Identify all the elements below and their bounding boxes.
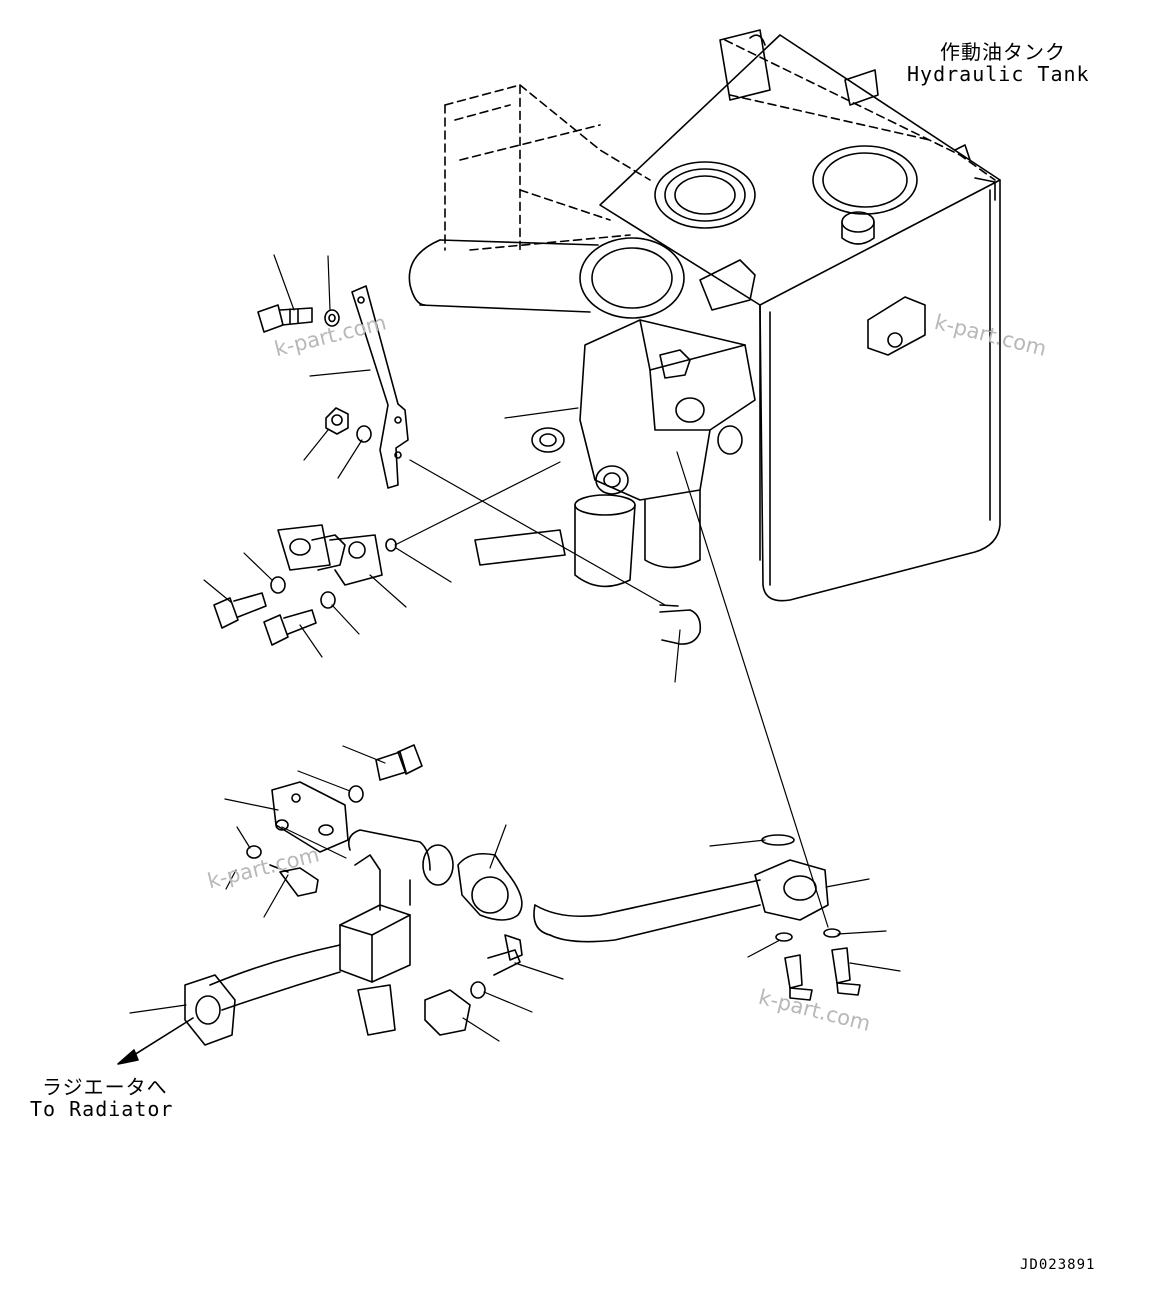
hydraulic-tank [600, 30, 1000, 601]
leader-lines [130, 255, 900, 1041]
upper-bracket-parts [214, 286, 700, 645]
radiator-arrow [118, 1018, 193, 1064]
filter-valve-assembly [409, 238, 755, 586]
radiator-label-jp: ラジエータへ [42, 1075, 168, 1099]
lower-pipe-assembly [185, 745, 860, 1045]
frame-dashed [445, 40, 995, 250]
drawing-code: JD023891 [1020, 1257, 1096, 1273]
hydraulic-tank-label-en: Hydraulic Tank [907, 62, 1090, 86]
radiator-label-en: To Radiator [30, 1097, 174, 1121]
hydraulic-tank-label-jp: 作動油タンク [940, 40, 1066, 64]
